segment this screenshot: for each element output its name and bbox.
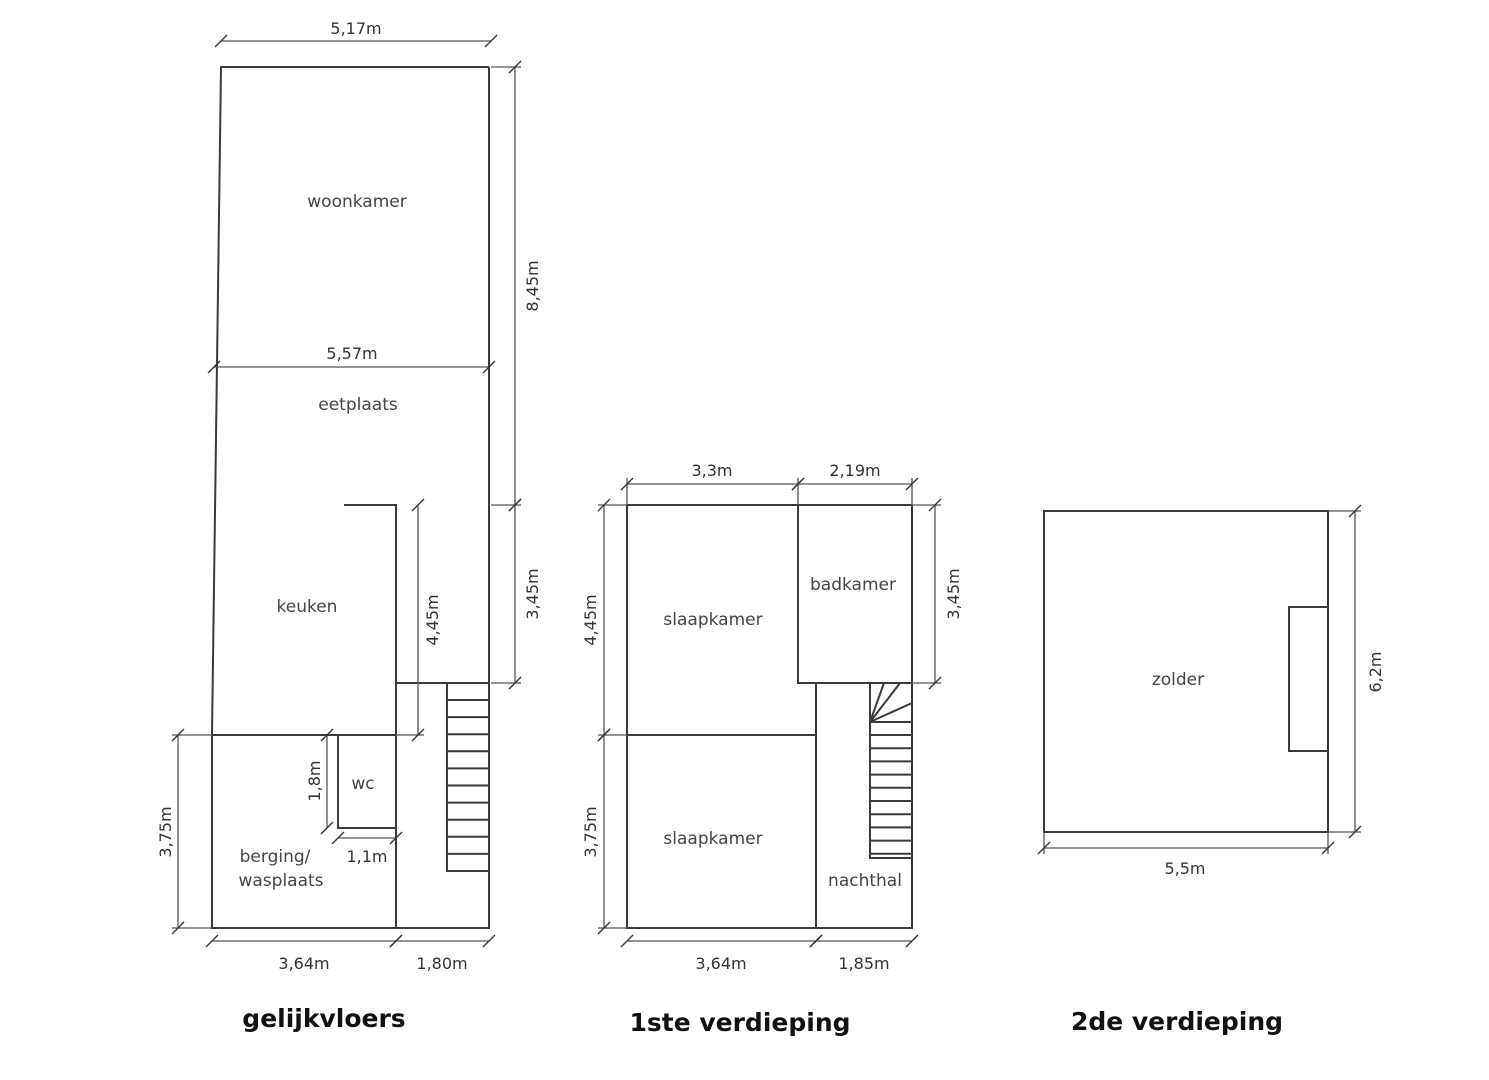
first-floor-plan: 3,3m 2,19m 3,45m 4,45m 3,75m 3,64m 1,85m… <box>581 461 963 1037</box>
first-floor-walls <box>626 504 913 929</box>
wc-wall <box>337 735 396 829</box>
dimension-tick <box>1348 825 1362 839</box>
dimension-tick <box>331 831 345 845</box>
room-label-berging: berging/ <box>240 847 311 867</box>
dimension-tick <box>1037 841 1051 855</box>
dimension-tick <box>389 831 403 845</box>
stair-steps <box>870 734 912 855</box>
room-label-zolder: zolder <box>1152 670 1204 690</box>
dimension-tick <box>320 728 334 742</box>
dim-label: 4,45m <box>423 594 442 645</box>
bathroom-wall <box>797 505 912 684</box>
ground-floor-dimensions: 5,17m 5,57m 8,45m 3,45m 4,45m 3,75m 1,8m… <box>156 19 542 973</box>
dim-label: 3,3m <box>691 461 732 480</box>
room-label-slaapkamer: slaapkamer <box>663 610 762 630</box>
room-label-keuken: keuken <box>277 597 338 617</box>
dimension-tick <box>484 34 498 48</box>
dim-label: 3,45m <box>523 568 542 619</box>
stair-winders <box>869 682 913 723</box>
room-label-wc: wc <box>351 774 374 794</box>
floor-title-gelijkvloers: gelijkvloers <box>242 1004 405 1033</box>
room-label-slaapkamer: slaapkamer <box>663 829 762 849</box>
dimension-tick <box>214 34 228 48</box>
dimension-tick <box>791 477 805 491</box>
dim-label: 6,2m <box>1366 651 1385 692</box>
dimension-tick <box>597 921 611 935</box>
dim-label: 1,80m <box>416 954 467 973</box>
dimension-tick <box>928 498 942 512</box>
dimension-tick <box>205 934 219 948</box>
staircase <box>446 682 489 872</box>
dimension-tick <box>320 821 334 835</box>
dim-label: 1,85m <box>838 954 889 973</box>
first-floor-dimensions: 3,3m 2,19m 3,45m 4,45m 3,75m 3,64m 1,85m <box>581 461 963 973</box>
dimension-tick <box>620 477 634 491</box>
dimension-tick <box>482 934 496 948</box>
dimension-tick <box>207 360 221 374</box>
dimension-tick <box>171 728 185 742</box>
dimension-tick <box>620 934 634 948</box>
dimension-tick <box>508 498 522 512</box>
dimension-tick <box>1348 504 1362 518</box>
dimension-tick <box>597 728 611 742</box>
room-label-badkamer: badkamer <box>810 575 896 595</box>
stair-steps <box>447 699 489 855</box>
dim-label: 3,64m <box>278 954 329 973</box>
room-label-eetplaats: eetplaats <box>318 395 398 415</box>
room-label-nachthal: nachthal <box>828 871 902 891</box>
dimension-tick <box>482 360 496 374</box>
dim-label: 5,17m <box>330 19 381 38</box>
floor-title-1ste-verdieping: 1ste verdieping <box>629 1008 850 1037</box>
dimension-tick <box>411 498 425 512</box>
chimney <box>1288 606 1329 752</box>
dim-label: 8,45m <box>523 260 542 311</box>
dim-label: 1,8m <box>305 760 324 801</box>
dim-label: 3,75m <box>156 806 175 857</box>
kitchen-wall <box>344 504 397 928</box>
floor-title-2de-verdieping: 2de verdieping <box>1071 1007 1283 1036</box>
dimension-ticks <box>171 34 1362 948</box>
dim-label: 5,57m <box>326 344 377 363</box>
outer-wall <box>626 504 913 929</box>
dimension-tick <box>928 676 942 690</box>
dimension-tick <box>411 728 425 742</box>
dimension-tick <box>171 921 185 935</box>
staircase <box>869 683 912 859</box>
dimension-tick <box>389 934 403 948</box>
dimension-tick <box>905 477 919 491</box>
dim-label: 3,75m <box>581 806 600 857</box>
dimension-tick <box>905 934 919 948</box>
ground-floor-plan: 5,17m 5,57m 8,45m 3,45m 4,45m 3,75m 1,8m… <box>156 19 542 1033</box>
ground-floor-walls <box>211 66 490 929</box>
dim-label: 5,5m <box>1164 859 1205 878</box>
room-label-wasplaats: wasplaats <box>238 871 323 891</box>
dimension-tick <box>809 934 823 948</box>
dim-label: 4,45m <box>581 594 600 645</box>
dimension-tick <box>508 676 522 690</box>
second-floor-plan: 6,2m 5,5m zolder 2de verdieping <box>1043 510 1385 1036</box>
dim-label: 1,1m <box>346 847 387 866</box>
dim-label: 3,64m <box>695 954 746 973</box>
dimension-tick <box>597 498 611 512</box>
room-label-woonkamer: woonkamer <box>307 192 406 212</box>
dimension-tick <box>1321 841 1335 855</box>
dim-label: 2,19m <box>829 461 880 480</box>
dim-label: 3,45m <box>944 568 963 619</box>
dimension-tick <box>508 60 522 74</box>
